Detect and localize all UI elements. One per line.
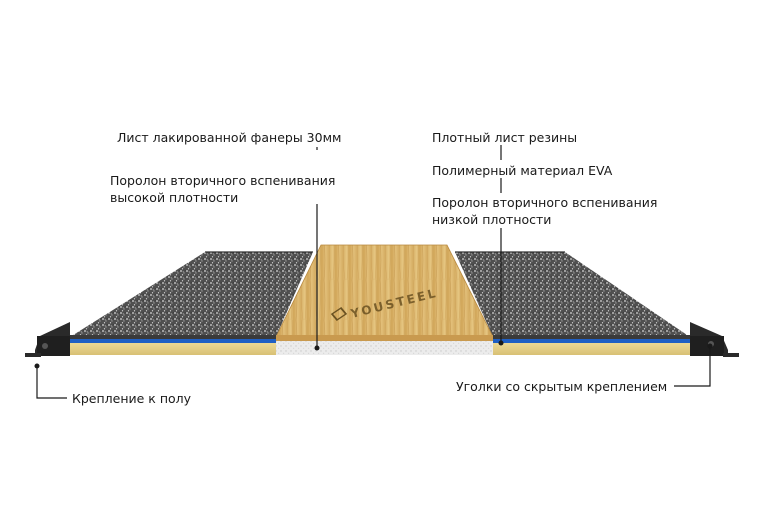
label-foam-high-2: высокой плотности xyxy=(110,190,239,205)
left-eva-layer xyxy=(70,339,276,343)
brand-logo-icon xyxy=(330,307,348,321)
label-rubber: Плотный лист резины xyxy=(432,130,578,145)
plywood-edge xyxy=(276,335,493,341)
leader-dots xyxy=(34,340,713,369)
right-foam-layer xyxy=(493,343,690,355)
center-foam-layer xyxy=(276,341,493,355)
left-rubber-surface xyxy=(70,252,313,337)
label-eva: Полимерный материал EVA xyxy=(432,163,613,178)
label-foam-low-2: низкой плотности xyxy=(432,212,552,227)
right-rubber-edge xyxy=(493,335,690,339)
label-floor-mount: Крепление к полу xyxy=(72,391,192,406)
left-foam-layer xyxy=(70,343,276,355)
label-foam-high-1: Поролон вторичного вспенивания xyxy=(110,173,336,188)
leader-lines xyxy=(36,145,711,399)
label-foam-low-1: Поролон вторичного вспенивания xyxy=(432,195,658,210)
left-corner-bracket xyxy=(25,322,70,357)
right-corner-bracket xyxy=(690,322,739,357)
right-rubber-surface xyxy=(455,252,690,337)
label-corners: Уголки со скрытым креплением xyxy=(456,379,668,394)
plywood-surface xyxy=(276,245,493,337)
label-plywood: Лист лакированной фанеры 30мм xyxy=(117,130,342,145)
right-eva-layer xyxy=(493,339,690,343)
left-rubber-edge xyxy=(70,335,276,339)
